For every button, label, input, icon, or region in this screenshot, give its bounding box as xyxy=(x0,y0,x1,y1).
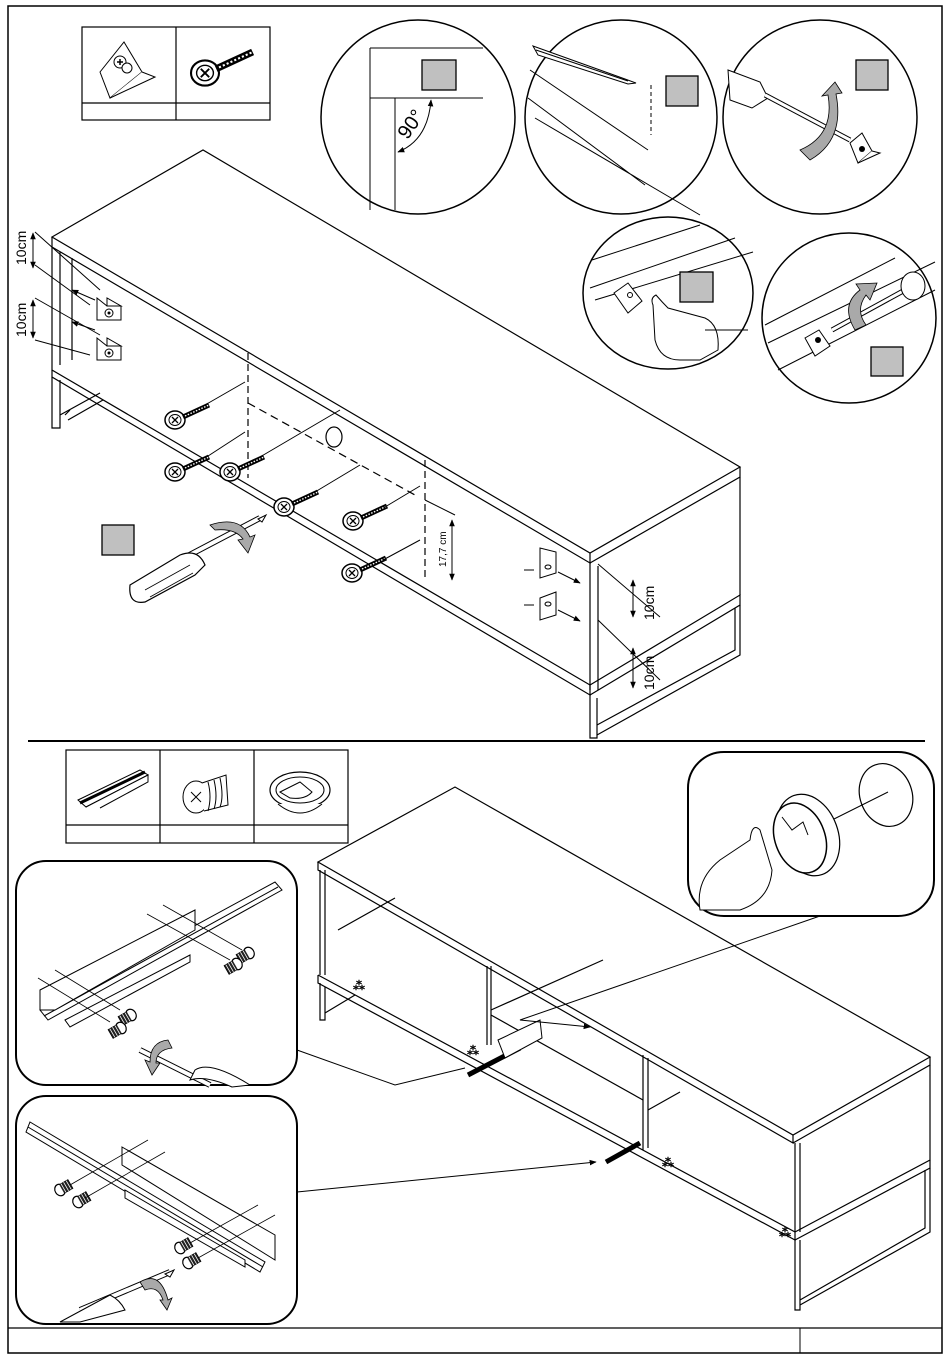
dimension-right-top: 10cm xyxy=(641,586,657,620)
parts-table-step2 xyxy=(66,750,348,843)
wood-screw-icon xyxy=(165,405,209,429)
detail-screw-bracket xyxy=(723,20,917,214)
detail-tighten-bracket xyxy=(762,233,936,403)
detail-mark-line xyxy=(525,20,717,215)
step-marker xyxy=(666,76,698,106)
dimension-right-bottom: 10cm xyxy=(641,656,657,690)
footer xyxy=(8,1328,942,1353)
svg-text:⁂: ⁂ xyxy=(662,1156,674,1170)
step-marker xyxy=(680,272,713,302)
parts-table-step1 xyxy=(82,27,270,120)
screwdriver-icon xyxy=(130,515,266,602)
step-marker xyxy=(856,60,888,90)
inset-runner-right xyxy=(16,1096,297,1324)
runners-installed xyxy=(468,1020,640,1162)
dimension-left-top: 10cm xyxy=(13,231,29,265)
inset-grommet xyxy=(688,752,934,916)
detail-press-bracket xyxy=(583,217,753,369)
dimension-shelf-height: 17,7 cm xyxy=(438,531,449,567)
dimension-left-bottom: 10cm xyxy=(13,303,29,337)
inset-runner-left xyxy=(16,861,297,1087)
step-marker xyxy=(102,525,134,555)
wood-screw-icon xyxy=(165,457,209,481)
wood-screw-icon xyxy=(220,457,264,481)
right-brackets xyxy=(524,548,660,688)
detail-square-check: 90° xyxy=(321,20,515,214)
step-marker xyxy=(422,60,456,90)
wood-screw-icon xyxy=(343,506,387,530)
step-marker xyxy=(871,347,903,376)
svg-text:⁂: ⁂ xyxy=(779,1226,791,1240)
svg-text:⁂: ⁂ xyxy=(467,1044,479,1058)
svg-text:⁂: ⁂ xyxy=(353,979,365,993)
